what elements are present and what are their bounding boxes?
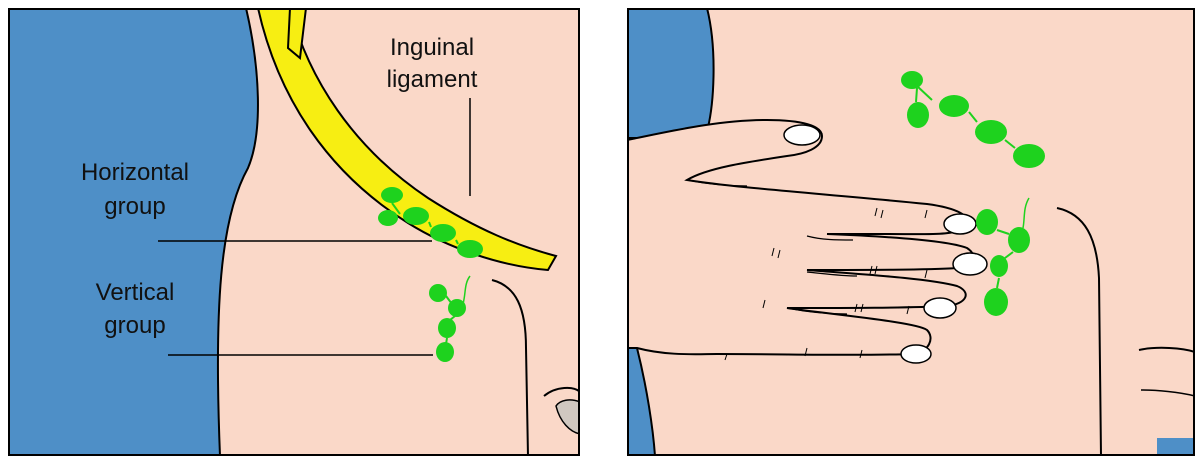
inguinal-label-line1: Inguinal [390,34,474,61]
lymph-node [907,102,929,128]
little-fingernail [901,345,931,363]
middle-fingernail [953,253,987,275]
lymph-node [430,224,456,242]
index-fingernail [944,214,976,234]
lymph-node [901,71,923,89]
vertical-label-line1: Vertical [96,279,175,306]
ring-fingernail [924,298,956,318]
lymph-node [457,240,483,258]
lymph-node [975,120,1007,144]
lymph-node [436,342,454,362]
right-diagram-svg [627,8,1195,456]
lymph-node [403,207,429,225]
lymph-node [438,318,456,338]
left-diagram-svg: Inguinal ligament Horizontal group Verti… [8,8,580,456]
lymph-node [378,210,398,226]
lymph-node [1013,144,1045,168]
lymph-node [429,284,447,302]
background-region-corner [1157,438,1195,456]
lymph-node [939,95,969,117]
lymph-node [1008,227,1030,253]
left-diagram-panel: Inguinal ligament Horizontal group Verti… [8,8,580,456]
right-diagram-panel [627,8,1195,456]
lymph-node [976,209,998,235]
background-region [627,8,714,138]
horizontal-label-line2: group [104,193,165,220]
horizontal-label-line1: Horizontal [81,159,189,186]
thumb-nail [784,125,820,145]
vertical-label-line2: group [104,312,165,339]
inguinal-label-line2: ligament [387,66,478,93]
lymph-node [381,187,403,203]
lymph-node [984,288,1008,316]
